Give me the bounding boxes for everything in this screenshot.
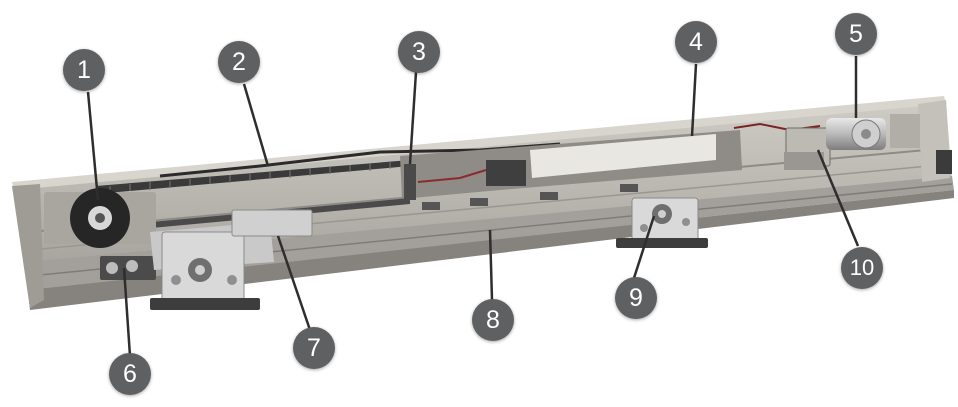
hanger-bolt: [682, 218, 690, 226]
hanger-foot-left: [150, 298, 260, 310]
callout-2: 2: [218, 41, 260, 83]
electric-lock: [784, 152, 824, 170]
hanger-bolt: [227, 275, 237, 285]
board-wire: [417, 169, 487, 183]
hanger-roller-hub: [195, 265, 205, 275]
motor-mount: [890, 114, 920, 148]
hanger-bolt: [171, 275, 181, 285]
callout-8: 8: [472, 299, 514, 341]
hanger-foot-right: [616, 238, 708, 248]
leader-line-4: [690, 63, 698, 137]
leader-line-2: [242, 83, 270, 167]
callout-6: 6: [109, 353, 151, 395]
leader-line-6: [122, 267, 132, 357]
leader-line-7: [276, 235, 312, 331]
board-terminal-block: [404, 164, 416, 200]
callout-9: 9: [615, 277, 657, 319]
right-end-block: [936, 150, 952, 174]
motor-shaft: [861, 129, 871, 139]
callout-5: 5: [835, 13, 877, 55]
callout-7: 7: [293, 327, 335, 369]
leader-line-9: [632, 215, 656, 279]
callout-3: 3: [398, 31, 440, 73]
leader-line-1: [86, 91, 100, 201]
tensioner-bolt: [106, 262, 118, 274]
hanger-bolt: [640, 224, 648, 232]
callout-1: 1: [63, 49, 105, 91]
leader-line-10: [816, 149, 860, 247]
leader-lines: [86, 56, 860, 357]
guide-rail-clips: [422, 184, 638, 210]
callout-10: 10: [841, 247, 883, 289]
belt-clamp: [231, 209, 313, 237]
control-board: [530, 134, 716, 178]
toothed-belt: [96, 160, 410, 194]
hanger-roller-hub: [658, 210, 666, 218]
leader-line-8: [488, 229, 494, 301]
leader-line-3: [408, 71, 418, 165]
belt-teeth: [109, 161, 391, 193]
tensioner-bolt: [126, 260, 138, 272]
callout-4: 4: [675, 21, 717, 63]
board-connector: [486, 160, 526, 186]
idler-pulley-axle: [95, 213, 105, 223]
left-end-cap: [12, 184, 44, 308]
